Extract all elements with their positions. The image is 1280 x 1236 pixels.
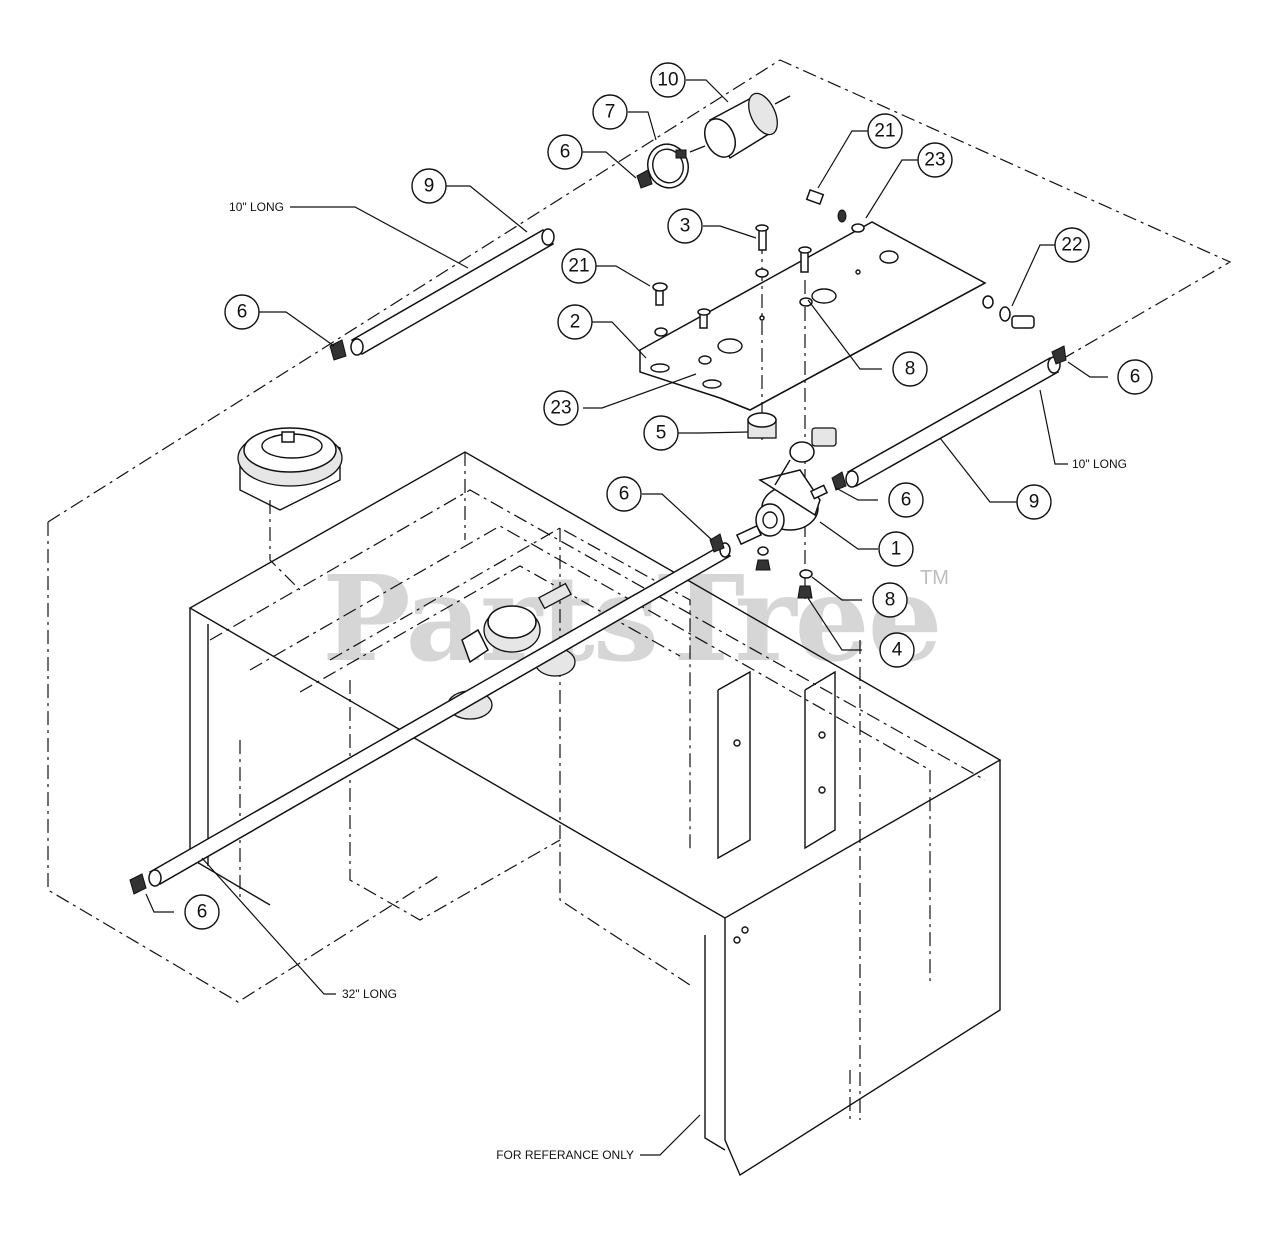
- fasteners: [652, 188, 1035, 600]
- callout-5-label: 5: [656, 423, 667, 444]
- callout-1: 1: [878, 531, 914, 567]
- mounting-bracket: [639, 221, 987, 411]
- callout-8-top: 8: [892, 351, 928, 387]
- callout-9-left-label: 9: [424, 176, 435, 197]
- length-note-long: 32" LONG: [342, 987, 397, 1001]
- fuel-line-right: [831, 345, 1067, 491]
- fuel-tank: [237, 427, 576, 720]
- leader-lines: [145, 79, 1108, 1156]
- callout-2: 2: [557, 304, 593, 340]
- callout-23-low: 23: [543, 390, 579, 426]
- callout-8-low: 8: [872, 582, 908, 618]
- length-note-right: 10" LONG: [1072, 457, 1127, 471]
- callout-23-top: 23: [917, 142, 953, 178]
- frame-reference: [188, 451, 1002, 1177]
- callout-6-top-label: 6: [560, 142, 571, 163]
- callout-2-label: 2: [570, 312, 581, 333]
- callout-1-label: 1: [891, 539, 902, 560]
- callout-6-left: 6: [224, 294, 260, 330]
- fuel-line-left: [329, 228, 555, 361]
- callout-22: 22: [1054, 227, 1090, 263]
- callout-5: 5: [643, 415, 679, 451]
- callouts: 10 7 6 9 21 23 3 21 22 6 2 8 6 23 5 6 6 …: [184, 62, 1153, 930]
- callout-23-top-label: 23: [924, 150, 945, 171]
- callout-9-left: 9: [411, 168, 447, 204]
- exploded-view-boundary: [47, 59, 1232, 1003]
- reference-note: FOR REFERANCE ONLY: [496, 1148, 634, 1162]
- callout-8-low-label: 8: [885, 590, 896, 611]
- callout-21-top: 21: [867, 113, 903, 149]
- fuel-line-32in: [129, 533, 732, 895]
- callout-9-right: 9: [1016, 484, 1052, 520]
- callout-7-label: 7: [605, 102, 616, 123]
- fuel-filter: [689, 92, 791, 160]
- callout-6-mid-label: 6: [619, 484, 630, 505]
- watermark-text: PartsTree: [322, 549, 941, 688]
- callout-21-mid-label: 21: [568, 256, 589, 277]
- length-note-left: 10" LONG: [229, 200, 284, 214]
- hose-clamp: [636, 143, 689, 189]
- callout-6-right: 6: [1117, 359, 1153, 395]
- fuel-pump: [735, 427, 837, 546]
- callout-6-top: 6: [547, 134, 583, 170]
- notes: 10" LONG 10" LONG 32" LONG FOR REFERANCE…: [229, 200, 1127, 1162]
- callout-23-low-label: 23: [550, 398, 571, 419]
- watermark: PartsTree TM: [322, 549, 949, 688]
- callout-6-right-label: 6: [1130, 367, 1141, 388]
- callout-21-mid: 21: [561, 248, 597, 284]
- callout-6-mid: 6: [606, 476, 642, 512]
- callout-6-left-label: 6: [237, 302, 248, 323]
- callout-10: 10: [650, 62, 686, 98]
- callout-6-bottom: 6: [184, 894, 220, 930]
- callout-21-top-label: 21: [874, 121, 895, 142]
- callout-22-label: 22: [1061, 235, 1082, 256]
- callout-3: 3: [667, 208, 703, 244]
- callout-6-pump: 6: [888, 482, 924, 518]
- callout-6-bottom-label: 6: [197, 902, 208, 923]
- callout-7: 7: [592, 94, 628, 130]
- callout-3-label: 3: [680, 216, 691, 237]
- callout-10-label: 10: [657, 70, 678, 91]
- watermark-trademark: TM: [920, 567, 949, 589]
- callout-8-top-label: 8: [905, 359, 916, 380]
- callout-4: 4: [879, 632, 915, 668]
- callout-9-right-label: 9: [1029, 492, 1040, 513]
- callout-6-pump-label: 6: [901, 490, 912, 511]
- callout-4-label: 4: [892, 640, 903, 661]
